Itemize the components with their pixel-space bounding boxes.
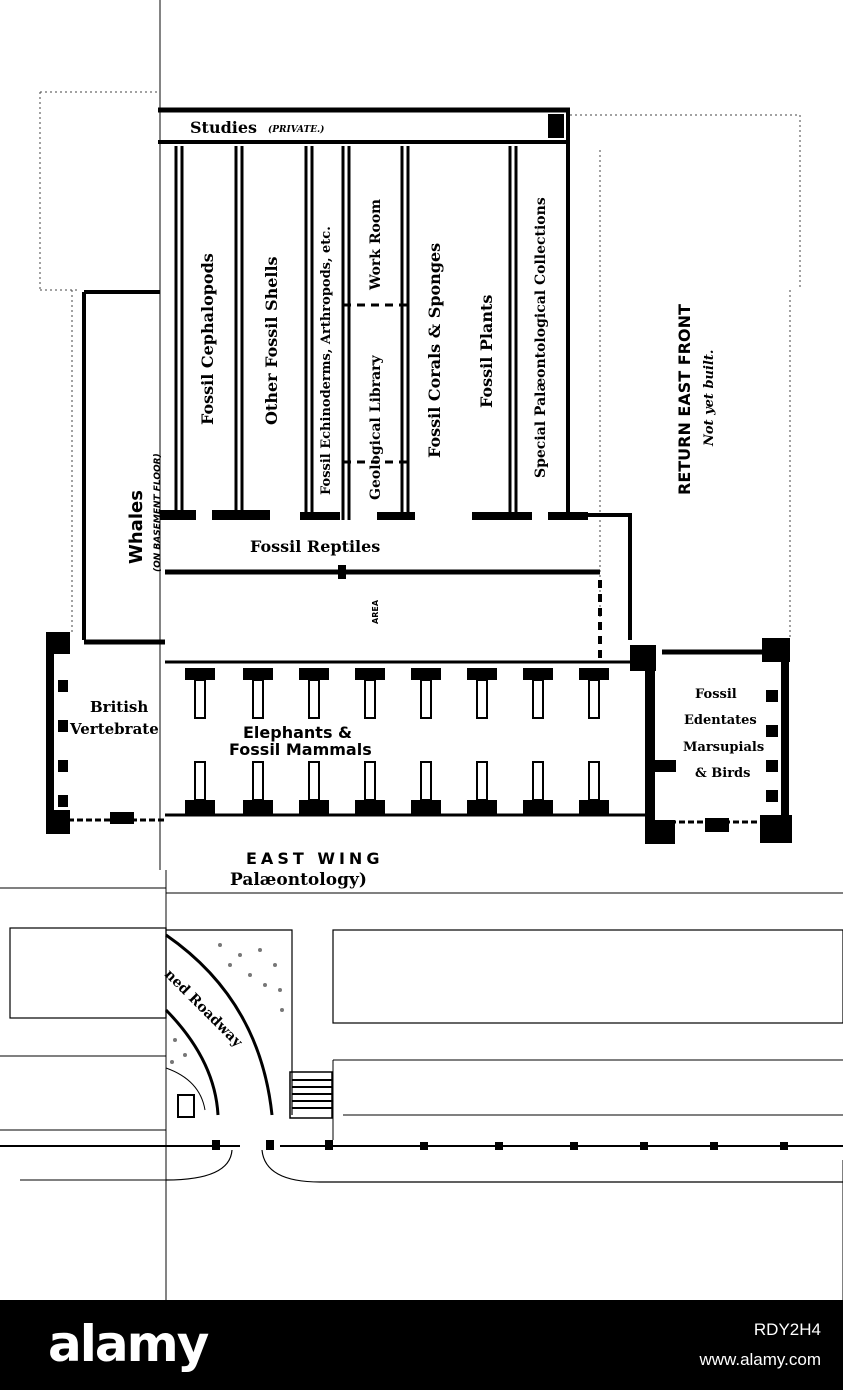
room-fossil-reptiles: Fossil Reptiles [250, 537, 380, 556]
area-label: AREA [371, 599, 380, 624]
east-wing-label: EAST WING [246, 849, 383, 868]
room-other-fossil-shells: Other Fossil Shells [262, 256, 281, 425]
not-yet-built-label: Not yet built. [702, 350, 717, 447]
site-url: www.alamy.com [699, 1350, 821, 1369]
room-marsupials: Marsupials [683, 740, 764, 755]
room-elephants-2: Fossil Mammals [229, 740, 372, 759]
room-geological-library-1: Geological Library [368, 354, 384, 500]
return-east-front-label: RETURN EAST FRONT [675, 304, 694, 495]
room-fossil-plants: Fossil Plants [477, 295, 496, 408]
private-label: (PRIVATE.) [268, 124, 324, 135]
walls [46, 107, 789, 840]
site-plan [0, 887, 843, 1300]
room-special-collections: Special Palæontological Collections [533, 197, 549, 478]
unbuilt-outline [39, 91, 801, 640]
room-british-vertebrate-1: British [90, 698, 148, 716]
columns [185, 668, 609, 816]
basement-floor-label: (ON BASEMENT FLOOR) [153, 453, 163, 572]
room-fossil: Fossil [695, 687, 737, 702]
room-fossil-cephalopods: Fossil Cephalopods [198, 253, 217, 425]
room-work-room: Work Room [368, 199, 384, 291]
image-id: RDY2H4 [753, 1320, 821, 1339]
palaeontology-label: Palæontology) [230, 870, 367, 890]
room-birds: & Birds [695, 766, 750, 781]
room-fossil-corals: Fossil Corals & Sponges [425, 243, 444, 458]
studies-label: Studies [190, 118, 257, 137]
room-fossil-echinoderms: Fossil Echinoderms, Arthropods, etc. [319, 226, 334, 495]
museum-floor-plan: Studies (PRIVATE.) Fossil Cephalopods Ot… [0, 0, 843, 1300]
room-edentates: Edentates [684, 713, 757, 728]
room-elephants-1: Elephants & [243, 723, 352, 742]
brand-logo: alamy [48, 1315, 209, 1373]
room-british-vertebrate-2: Vertebrate [69, 720, 159, 738]
room-whales: Whales [126, 490, 147, 564]
watermark-footer: alamy RDY2H4 www.alamy.com [0, 1300, 843, 1390]
